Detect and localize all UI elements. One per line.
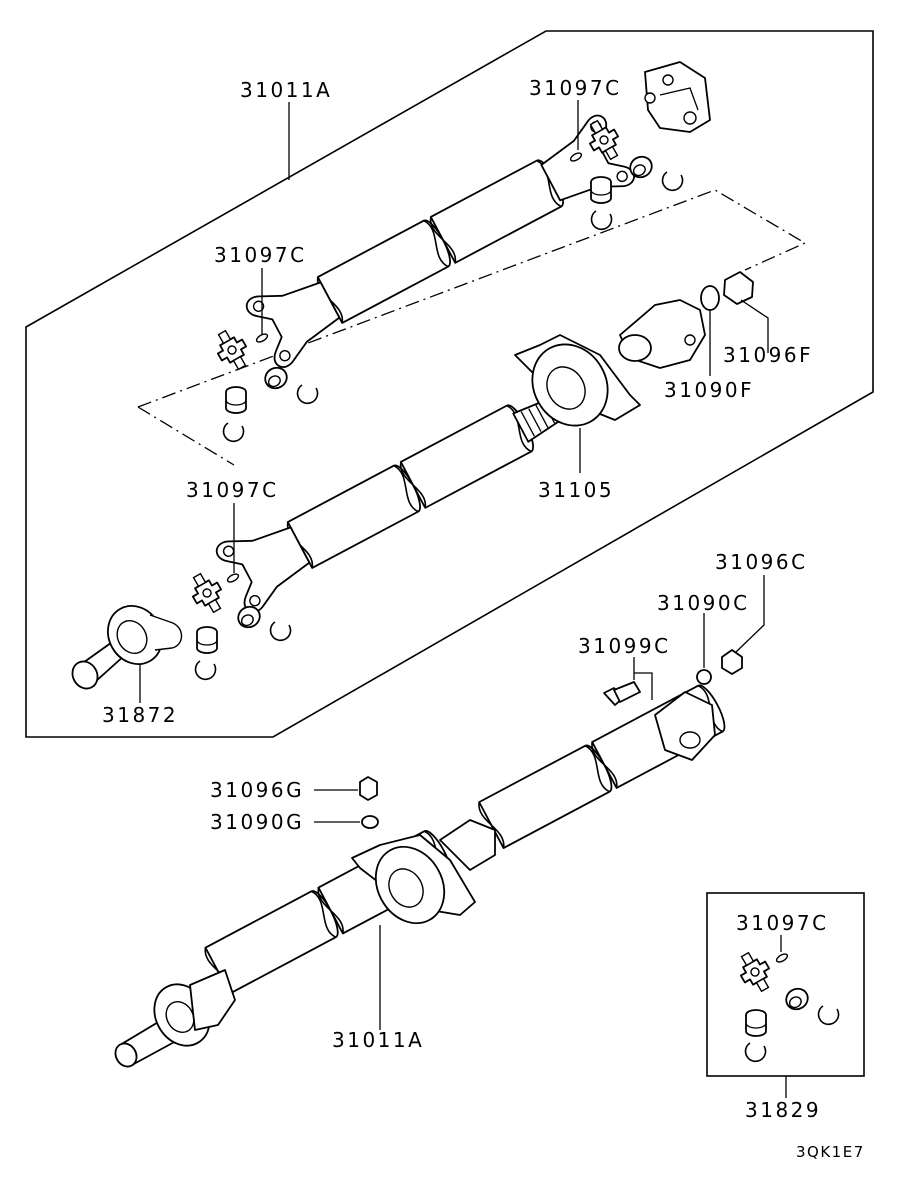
label-31090f: 31090F xyxy=(664,378,754,402)
label-31105: 31105 xyxy=(538,478,614,502)
label-31090g: 31090G xyxy=(210,810,304,834)
flange-yoke xyxy=(618,299,706,369)
washer-c xyxy=(696,669,712,685)
label-31096c: 31096C xyxy=(715,550,808,574)
nut-c xyxy=(721,649,743,675)
rear-universal-joint xyxy=(569,114,684,231)
label-31090c: 31090C xyxy=(657,591,750,615)
label-31872: 31872 xyxy=(102,703,178,727)
leader-lines xyxy=(139,100,787,1098)
flange-washer xyxy=(700,285,720,311)
label-31099c: 31099C xyxy=(578,634,671,658)
label-31097c-lower: 31097C xyxy=(186,478,279,502)
label-31096f: 31096F xyxy=(723,343,813,367)
middle-universal-joint xyxy=(208,324,319,443)
assembled-propeller-shaft xyxy=(114,681,731,1068)
label-31097c-kit: 31097C xyxy=(736,911,829,935)
kit-universal-joint xyxy=(731,946,840,1063)
label-31096g: 31096G xyxy=(210,778,304,802)
companion-flange xyxy=(644,61,711,133)
bolt xyxy=(603,681,641,706)
label-31097c-upper: 31097C xyxy=(214,243,307,267)
nut-g xyxy=(359,776,378,801)
front-universal-joint xyxy=(183,567,292,681)
label-31011a-bottom: 31011A xyxy=(332,1028,424,1052)
flange-nut xyxy=(723,271,754,305)
assembly-boundary xyxy=(25,30,874,738)
label-31011a-top: 31011A xyxy=(240,78,332,102)
washer-g xyxy=(361,815,379,829)
slip-yoke xyxy=(71,605,183,690)
phantom-line-lower xyxy=(137,406,235,466)
label-31829: 31829 xyxy=(745,1098,821,1122)
figure-code: 3QK1E7 xyxy=(796,1143,865,1161)
label-31097c-rear: 31097C xyxy=(529,76,622,100)
center-bearing xyxy=(514,334,641,427)
